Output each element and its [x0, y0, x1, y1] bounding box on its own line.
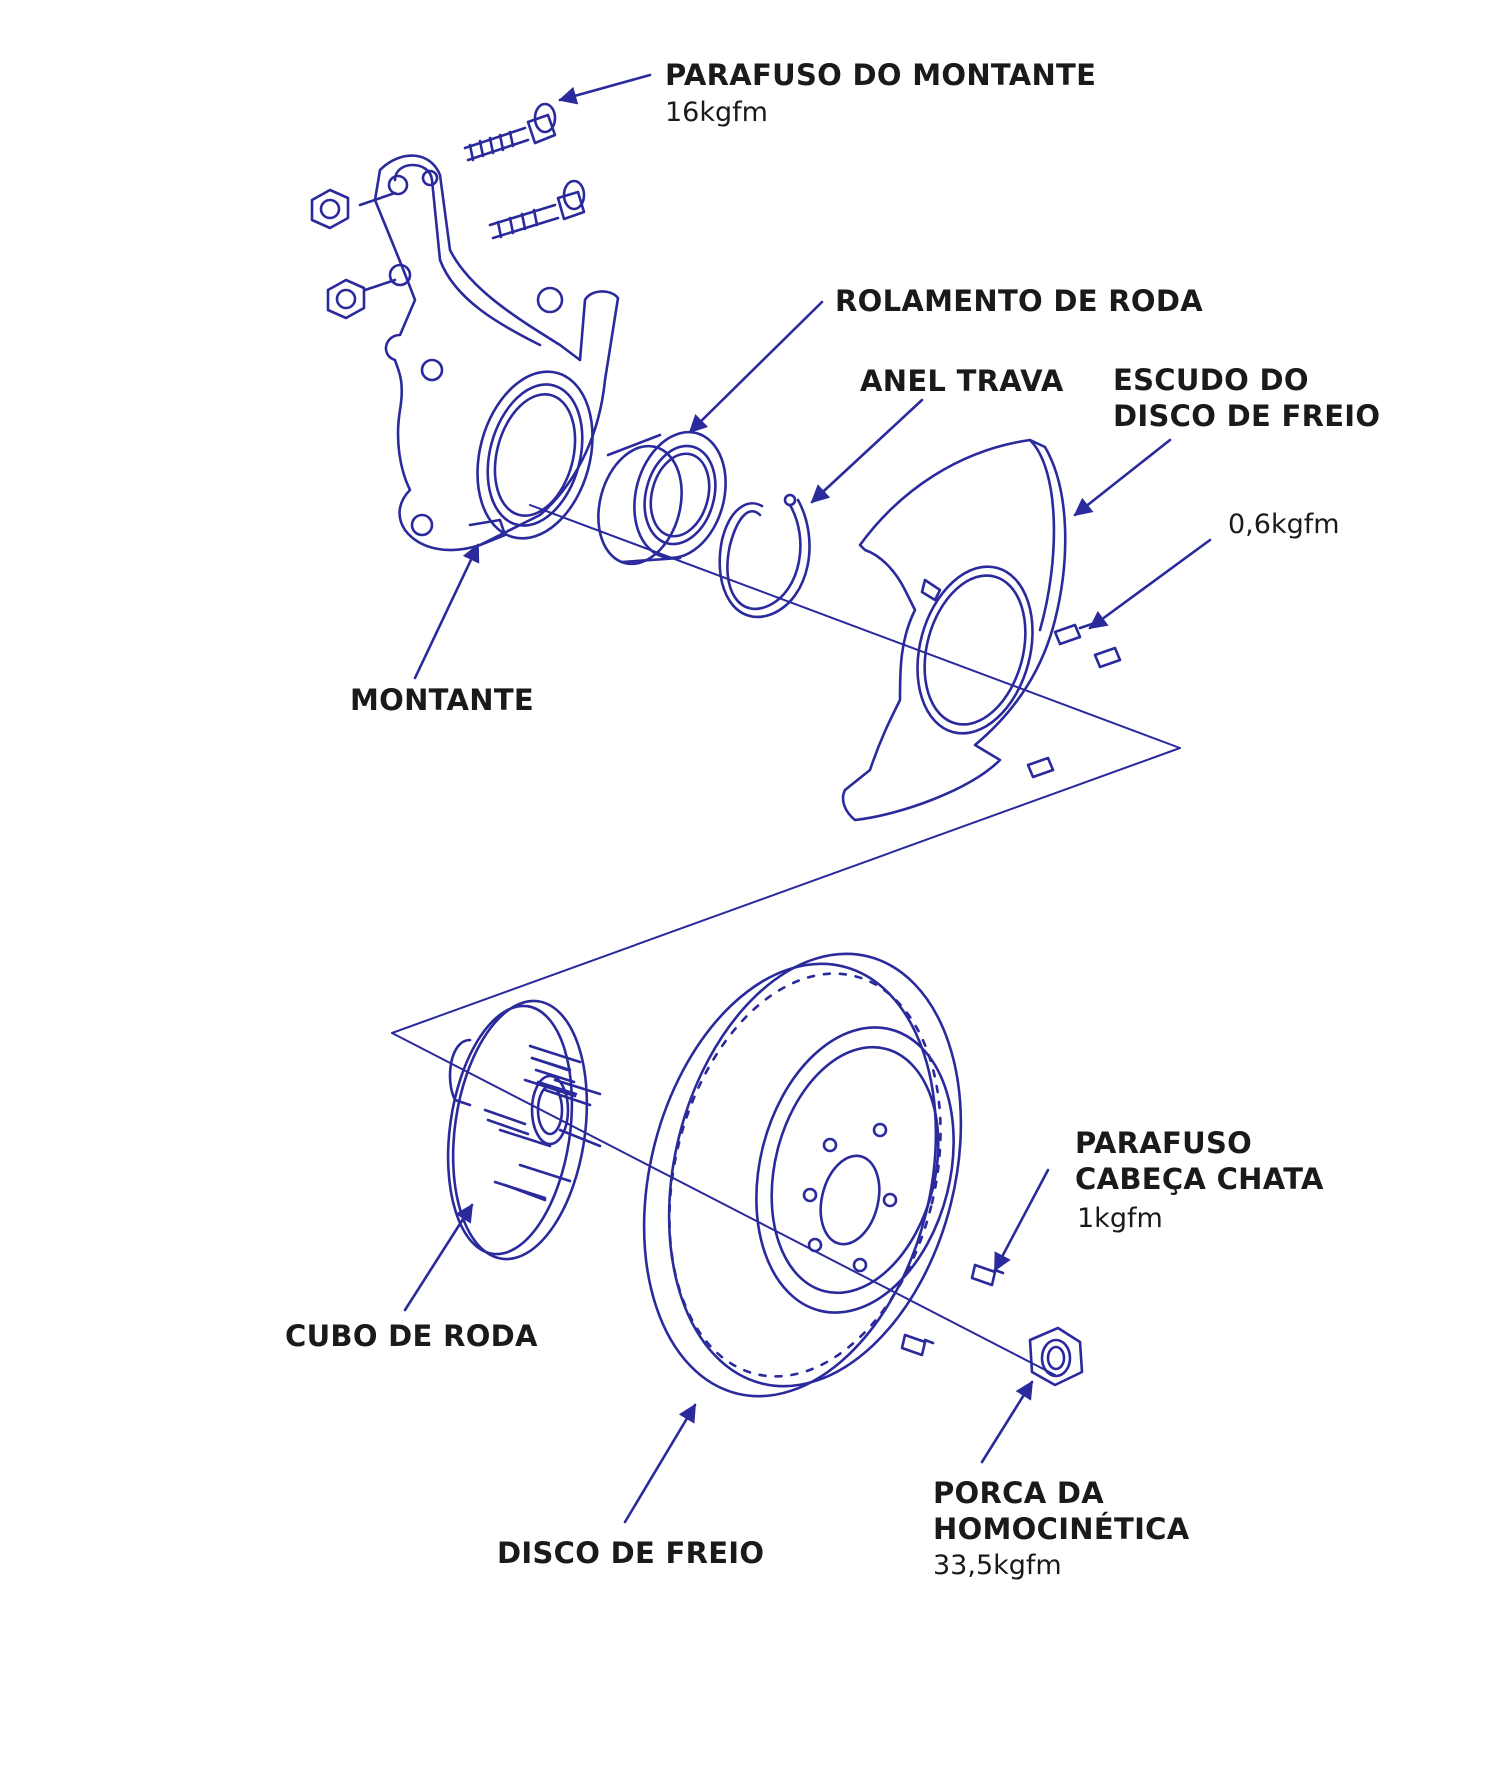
label-escudo-line1: ESCUDO DO [1113, 363, 1309, 397]
knuckle-bolts [358, 102, 586, 292]
label-parafuso-montante: PARAFUSO DO MONTANTE [665, 58, 1097, 92]
arrow-cubo [403, 1203, 474, 1312]
arrow-rolamento [688, 300, 824, 434]
arrow-montante [413, 543, 480, 680]
arrow-parafuso-chata [993, 1168, 1050, 1272]
wheel-hub [446, 999, 602, 1261]
arrow-escudo-torque [1088, 538, 1212, 630]
brake-disc-splash-shield [841, 438, 1067, 822]
assembly-centerlines [391, 504, 1181, 1376]
label-escudo-torque: 0,6kgfm [1228, 509, 1340, 540]
label-rolamento: ROLAMENTO DE RODA [835, 284, 1203, 318]
brake-disc [642, 952, 963, 1398]
snap-ring [718, 493, 811, 619]
label-cubo: CUBO DE RODA [285, 1319, 538, 1353]
label-montante: MONTANTE [350, 683, 535, 717]
label-porca-line1: PORCA DA [933, 1476, 1104, 1510]
shield-screws [1026, 621, 1122, 779]
knuckle-nuts [310, 188, 366, 320]
label-disco: DISCO DE FREIO [497, 1536, 765, 1570]
arrow-porca [980, 1380, 1034, 1464]
label-anel-trava: ANEL TRAVA [860, 364, 1064, 398]
label-escudo-line2: DISCO DE FREIO [1113, 399, 1381, 433]
steering-knuckle [373, 154, 620, 552]
wheel-bearing [597, 430, 727, 566]
label-parafuso-chata-line2: CABEÇA CHATA [1075, 1162, 1324, 1196]
arrow-parafuso-montante [558, 73, 652, 105]
label-porca-torque: 33,5kgfm [933, 1550, 1062, 1581]
arrow-disco [623, 1403, 697, 1524]
label-parafuso-chata-line1: PARAFUSO [1075, 1126, 1253, 1160]
label-parafuso-montante-torque: 16kgfm [665, 97, 768, 128]
arrow-anel-trava [810, 398, 924, 504]
arrow-escudo [1073, 438, 1172, 517]
flat-head-screws [900, 1263, 1005, 1357]
label-parafuso-chata-torque: 1kgfm [1077, 1203, 1163, 1234]
axle-nut [1028, 1326, 1084, 1387]
leader-arrows [403, 73, 1212, 1524]
label-porca-line2: HOMOCINÉTICA [933, 1512, 1190, 1546]
